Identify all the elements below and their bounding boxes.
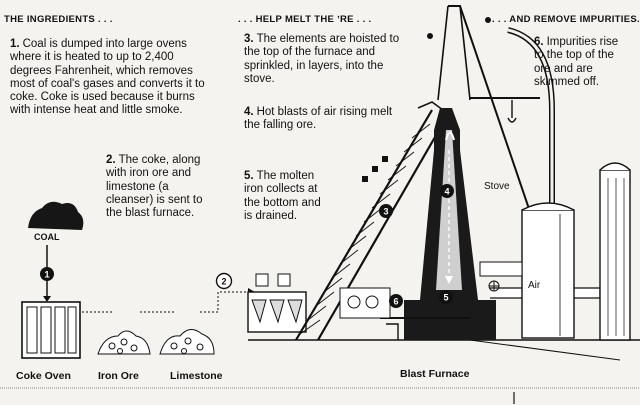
header-remove: . . . AND REMOVE IMPURITIES. (492, 14, 640, 25)
marker-4-text: 4 (444, 187, 449, 197)
storage-bins (247, 273, 640, 341)
pump-house (339, 287, 399, 340)
step-1-number: 1. (10, 38, 20, 50)
coal-label: COAL (34, 232, 60, 242)
step-3-text: The elements are hoisted to the top of t… (244, 33, 400, 85)
marker-5: 5 (439, 290, 453, 304)
header-ingredients: THE INGREDIENTS . . . (4, 14, 113, 25)
stove-label: Stove (484, 181, 510, 192)
step-5: 5.The molten iron collects at the bottom… (244, 170, 332, 223)
step-4: 4.Hot blasts of air rising melt the fall… (244, 106, 404, 133)
step-2-number: 2. (106, 154, 116, 166)
marker-1: 1 (40, 267, 54, 281)
coal-pile (28, 201, 84, 230)
limestone-pile (159, 329, 215, 355)
limestone-label: Limestone (170, 370, 223, 382)
step-1: 1.Coal is dumped into large ovens where … (10, 38, 210, 118)
step-4-number: 4. (244, 106, 254, 118)
marker-3: 3 (379, 204, 393, 218)
step-3-number: 3. (244, 33, 254, 45)
skip-hoist-trestle (295, 101, 455, 341)
iron-ore-label: Iron Ore (98, 370, 139, 382)
step-6-text: Impurities rise to the top of the ore an… (534, 36, 619, 88)
step-5-number: 5. (244, 170, 254, 182)
coke-oven-label: Coke Oven (16, 370, 71, 382)
blast-furnace-label: Blast Furnace (400, 368, 470, 380)
marker-3-text: 3 (383, 207, 388, 217)
step-3: 3.The elements are hoisted to the top of… (244, 33, 409, 86)
step-5-text: The molten iron collects at the bottom a… (244, 170, 321, 222)
marker-2: 2 (215, 272, 233, 290)
header-melt: . . . HELP MELT THE ʼRE . . . (238, 14, 372, 25)
marker-5-text: 5 (443, 293, 448, 303)
marker-4: 4 (440, 184, 454, 198)
blast-furnace-body (380, 108, 621, 361)
iron-ore-pile (97, 330, 151, 355)
hot-blast-stoves (479, 162, 631, 341)
step-6-number: 6. (534, 36, 544, 48)
marker-2-text: 2 (221, 277, 226, 287)
step-2: 2.The coke, along with iron ore and lime… (106, 154, 206, 220)
step-1-text: Coal is dumped into large ovens where it… (10, 38, 205, 117)
step-6: 6.Impurities rise to the top of the ore … (534, 36, 630, 89)
top-mast (427, 5, 561, 301)
marker-1-text: 1 (44, 270, 49, 280)
step-2-text: The coke, along with iron ore and limest… (106, 154, 203, 220)
coke-oven-drawing (21, 301, 81, 359)
marker-6-text: 6 (393, 297, 398, 307)
air-label: Air (528, 280, 541, 291)
step-4-text: Hot blasts of air rising melt the fallin… (244, 106, 393, 132)
marker-6: 6 (389, 294, 403, 308)
